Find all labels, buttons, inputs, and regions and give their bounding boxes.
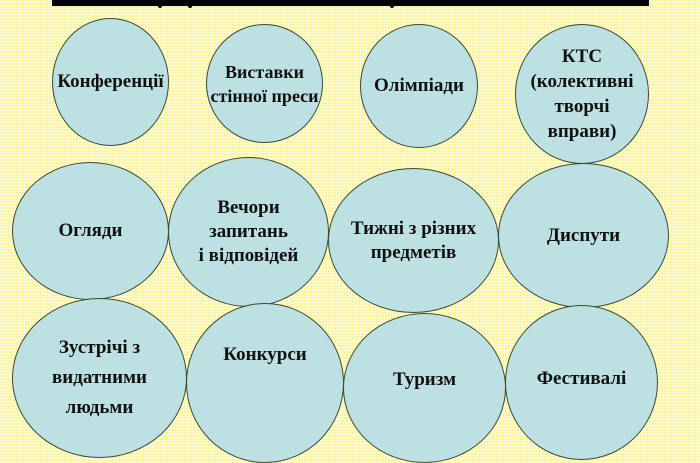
bubble-label: Вечори запитань і відповідей [198,197,299,266]
bubble-label: Виставки стінної преси [210,61,319,106]
title-descender [188,0,192,8]
bubble-meetings-with-notable-people: Зустрічі з видатними людьми [12,298,187,458]
bubble-label: Огляди [58,220,123,241]
title-descender [390,0,394,8]
bubble-label: Туризм [392,369,457,390]
bubble-reviews: Огляди [12,162,169,300]
bubble-label: Тижні з різних предметів [350,217,477,263]
bubble-wall-press-exhibitions: Виставки стінної преси [206,24,323,143]
bubble-contests: Конкурси [186,303,344,463]
bubble-label: Фестивалі [536,368,627,389]
bubble-label: Олімпіади [374,75,464,96]
title-descender [158,0,162,8]
bubble-festivals: Фестивалі [505,305,658,460]
bubble-label: Конференції [57,71,164,92]
bubble-conferences: Конференції [52,18,169,146]
bubble-label: Диспути [546,224,621,246]
title-underline [52,0,649,6]
bubble-qa-evenings: Вечори запитань і відповідей [168,157,329,307]
bubble-debates: Диспути [498,163,669,308]
bubble-label: Зустрічі з видатними людьми [52,337,147,418]
bubble-label: КТС (колективні творчі вправи) [530,46,634,142]
bubble-olympiads: Олімпіади [360,24,478,148]
bubble-subject-weeks: Тижні з різних предметів [328,168,499,313]
bubble-kts: КТС (колективні творчі вправи) [515,24,649,164]
bubble-label: Конкурси [223,344,307,365]
bubble-tourism: Туризм [343,313,506,463]
